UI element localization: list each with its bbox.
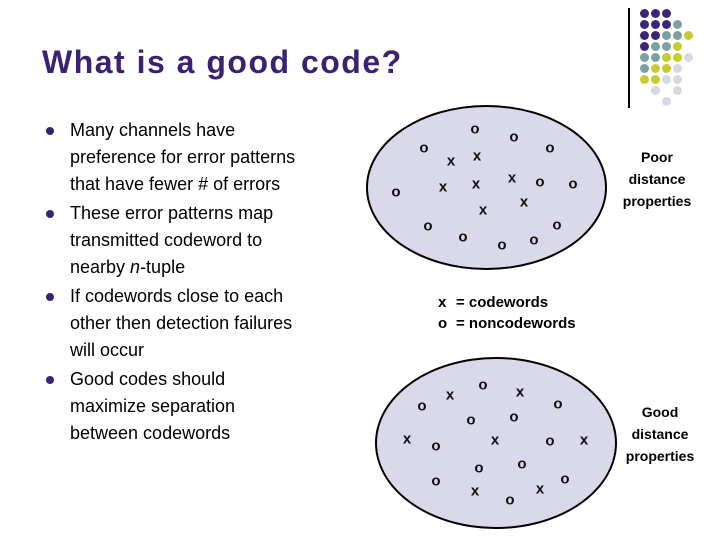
legend-row: x = codewords <box>438 294 576 315</box>
decor-dot <box>639 19 649 29</box>
decor-dot <box>672 85 682 95</box>
decor-dot <box>650 8 660 18</box>
decor-dot <box>639 74 649 84</box>
decor-dot <box>650 74 660 84</box>
decor-dot <box>639 63 649 73</box>
decor-dot <box>683 52 693 62</box>
legend-row: o = noncodewords <box>438 315 576 336</box>
page-title: What is a good code? <box>42 44 403 80</box>
decor-dot <box>672 74 682 84</box>
decor-dot <box>650 30 660 40</box>
decor-dot <box>650 19 660 29</box>
decor-dot <box>650 41 660 51</box>
decor-dot <box>639 8 649 18</box>
legend-text: = codewords <box>456 294 549 311</box>
decor-dot <box>661 63 671 73</box>
decor-dot <box>672 63 682 73</box>
decor-dot <box>639 30 649 40</box>
legend: x = codewords o = noncodewords <box>438 294 576 336</box>
decor-dot <box>672 19 682 29</box>
decor-dot <box>661 52 671 62</box>
good-distance-caption: Good distance properties <box>625 404 695 464</box>
decor-dot <box>639 52 649 62</box>
decor-dot <box>661 30 671 40</box>
decor-dot <box>639 41 649 51</box>
decor-dot <box>661 19 671 29</box>
bullet-icon <box>46 293 54 301</box>
decor-dot <box>672 41 682 51</box>
decor-dot <box>650 63 660 73</box>
legend-text: = noncodewords <box>456 315 576 332</box>
codeword-symbol: x <box>438 294 447 311</box>
noncodeword-symbol: o <box>438 315 448 332</box>
decor-dot <box>650 85 660 95</box>
decor-dot <box>661 41 671 51</box>
decor-dot <box>650 52 660 62</box>
decor-dot <box>661 8 671 18</box>
bullet-icon <box>46 210 54 218</box>
poor-distance-ellipse <box>366 105 607 270</box>
bullet-icon <box>46 376 54 384</box>
decor-dot <box>672 30 682 40</box>
poor-distance-caption: Poor distance properties <box>622 149 692 209</box>
decor-dot <box>672 52 682 62</box>
decor-dot <box>661 96 671 106</box>
decor-line <box>628 8 630 108</box>
decor-dot <box>661 74 671 84</box>
bullet-icon <box>46 127 54 135</box>
good-distance-ellipse <box>375 357 617 529</box>
decor-dot <box>683 30 693 40</box>
